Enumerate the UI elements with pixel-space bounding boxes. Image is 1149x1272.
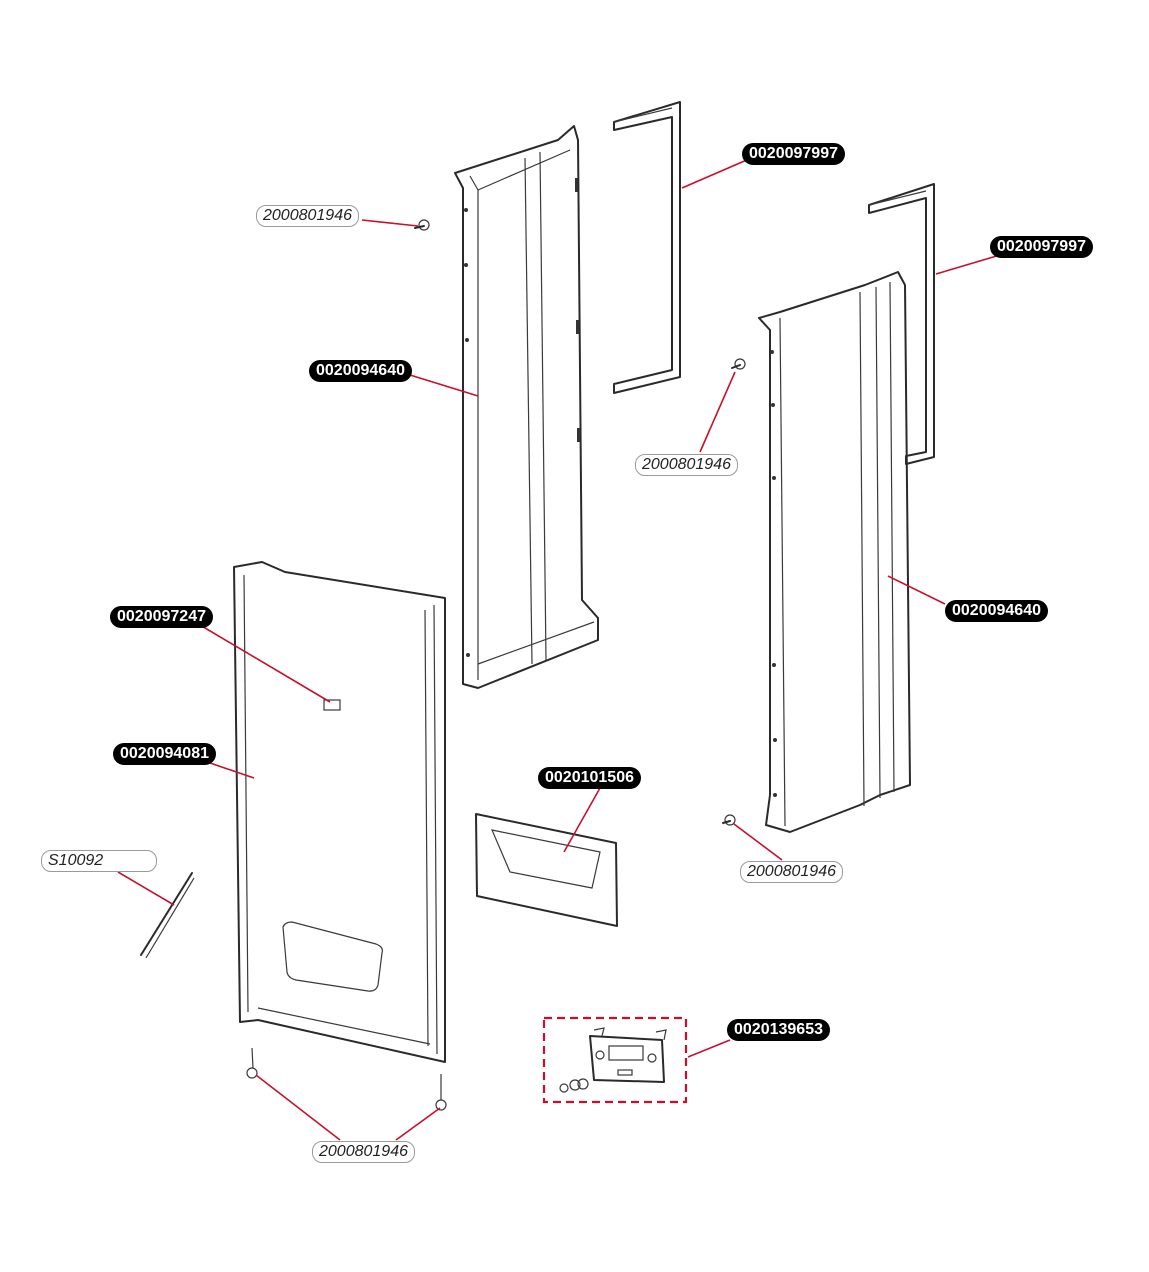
- screw-bottom-right: [722, 814, 736, 826]
- callout-screw-bottom: 2000801946: [312, 1141, 415, 1163]
- callout-hinge-rod: S10092: [41, 850, 157, 872]
- side-panel-right: [758, 271, 911, 833]
- callout-screw-top-left: 2000801946: [256, 205, 359, 227]
- control-module: [542, 1016, 688, 1104]
- callout-window-panel: 0020101506: [538, 767, 641, 789]
- screw-bottom-left: [246, 1047, 258, 1079]
- callout-screw-bottom-right: 2000801946: [740, 861, 843, 883]
- front-casing: [233, 561, 446, 1063]
- callout-label-front: 0020097247: [110, 606, 213, 628]
- callout-screw-middle: 2000801946: [635, 454, 738, 476]
- callout-front-casing: 0020094081: [113, 743, 216, 765]
- screw-middle: [731, 358, 746, 370]
- callout-control-module: 0020139653: [727, 1019, 830, 1041]
- screw-bottom-middle: [435, 1074, 447, 1111]
- callout-side-panel-right: 0020094640: [945, 600, 1048, 622]
- callout-gasket-top: 0020097997: [742, 143, 845, 165]
- hinge-rod: [140, 872, 195, 959]
- callout-side-panel-left: 0020094640: [309, 360, 412, 382]
- side-panel-left: [454, 125, 599, 689]
- window-panel: [475, 813, 618, 927]
- screw-top-left: [414, 219, 430, 231]
- gasket-frame-right: [868, 183, 935, 465]
- gasket-frame-top: [613, 101, 681, 394]
- leader-lines: [117, 155, 1011, 1141]
- callout-gasket-right: 0020097997: [990, 236, 1093, 258]
